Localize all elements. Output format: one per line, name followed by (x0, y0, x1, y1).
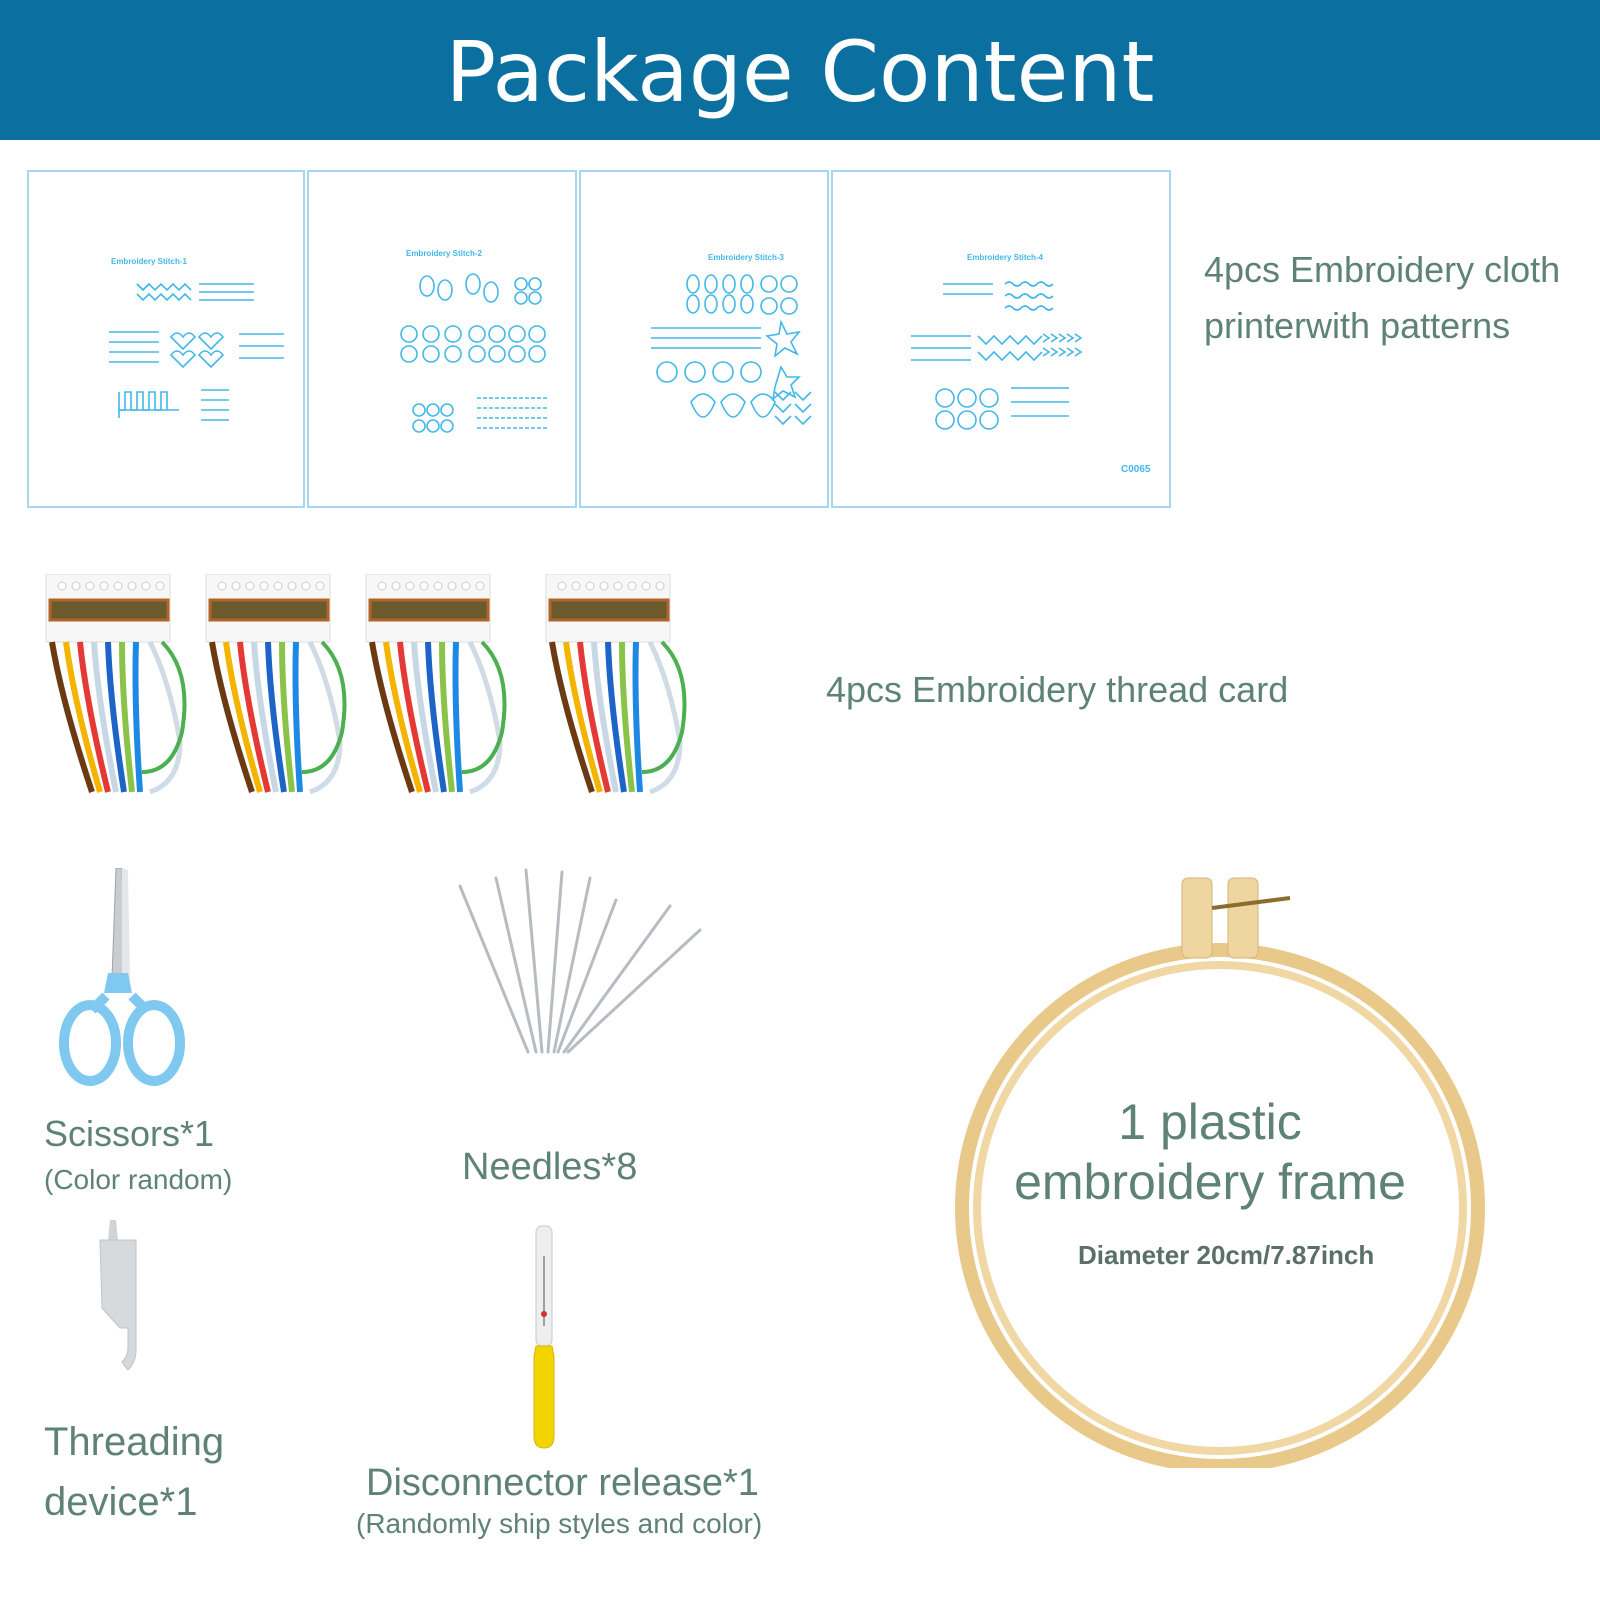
embroidery-cloth-3: Embroidery Stitch-3 (579, 170, 829, 508)
scissors-note: (Color random) (44, 1164, 233, 1195)
threader-caption: Threading device*1 (44, 1412, 224, 1532)
cloth-caption: 4pcs Embroidery cloth printerwith patter… (1204, 242, 1560, 354)
threader-caption-line-2: device*1 (44, 1480, 198, 1524)
header-banner (0, 0, 1600, 140)
embroidery-cloth-4: Embroidery Stitch-4 C0065 (831, 170, 1171, 508)
embroidery-cloth-2: Embroidery Stitch-2 (307, 170, 577, 508)
cloth-title: Embroidery Stitch-1 (111, 257, 188, 266)
seam-ripper-note: (Randomly ship styles and color) (356, 1508, 763, 1539)
hoop-diameter: Diameter 20cm/7.87inch (1078, 1240, 1375, 1270)
cloth-title: Embroidery Stitch-3 (708, 253, 785, 262)
stitch-pattern-icon: Embroidery Stitch-4 C0065 (911, 253, 1151, 475)
cloth-title: Embroidery Stitch-2 (406, 249, 483, 258)
threader-icon (96, 1216, 146, 1390)
embroidery-cloth-1: Embroidery Stitch-1 (27, 170, 305, 508)
hoop-caption-line-1: 1 plastic (1118, 1094, 1302, 1150)
scissors-caption: Scissors*1 (44, 1113, 215, 1154)
scissors-icon (58, 867, 198, 1112)
hoop-caption-line-2: embroidery frame (1014, 1154, 1406, 1210)
stitch-pattern-icon: Embroidery Stitch-3 (651, 253, 812, 426)
thread-card-icon (42, 574, 722, 834)
seam-ripper-icon (524, 1216, 574, 1460)
cloth-code: C0065 (1121, 464, 1151, 475)
seam-ripper-caption: Disconnector release*1 (366, 1462, 759, 1504)
embroidery-hoop-icon (950, 868, 1520, 1473)
thread-cards (42, 574, 722, 838)
stitch-pattern-icon: Embroidery Stitch-2 (400, 249, 547, 433)
stitch-pattern-icon: Embroidery Stitch-1 (109, 257, 284, 421)
page-title: Package Content (445, 23, 1155, 121)
cloth-caption-line-2: printerwith patterns (1204, 305, 1511, 346)
needles-icon (450, 866, 710, 1070)
needles-caption: Needles*8 (462, 1146, 638, 1188)
thread-caption: 4pcs Embroidery thread card (826, 669, 1289, 710)
hoop-caption: 1 plastic embroidery frame (960, 1092, 1460, 1212)
cloth-caption-line-1: 4pcs Embroidery cloth (1204, 249, 1561, 290)
cloth-title: Embroidery Stitch-4 (967, 253, 1044, 262)
threader-caption-line-1: Threading (44, 1420, 225, 1464)
